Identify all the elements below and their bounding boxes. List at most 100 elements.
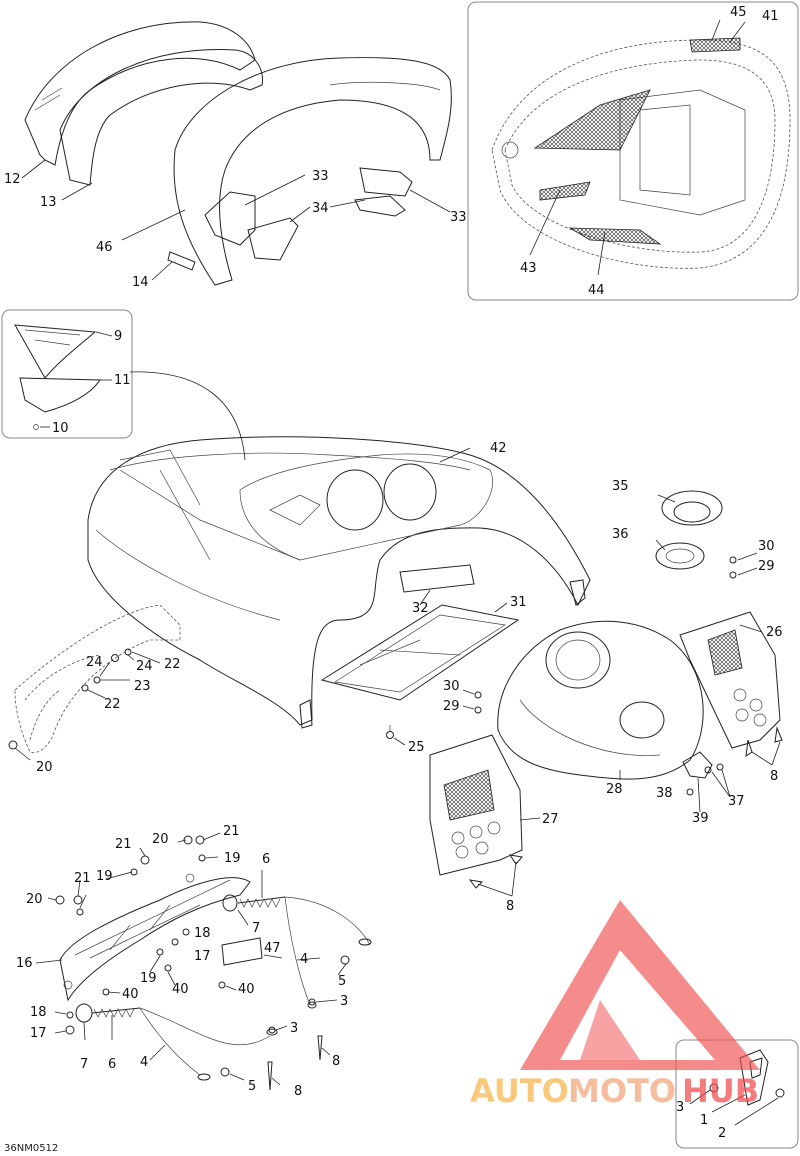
- callout-2: 2: [718, 1126, 726, 1141]
- callout-4-bottom: 4: [140, 1055, 148, 1070]
- callout-5-bottom: 5: [248, 1079, 256, 1094]
- bracket-33a: [204, 191, 256, 246]
- foam-pad-32: [399, 564, 475, 593]
- callout-8-right: 8: [770, 769, 778, 784]
- callout-32: 32: [412, 601, 429, 616]
- mesh-panel-41: [689, 37, 741, 53]
- callout-20-b: 20: [26, 892, 43, 907]
- glove-box-group: 35 36 30 29 30 29 28: [443, 479, 775, 797]
- callout-28: 28: [606, 782, 623, 797]
- callout-33-top: 33: [312, 169, 329, 184]
- callout-7-bottom: 7: [80, 1057, 88, 1072]
- bracket-33b: [359, 167, 413, 197]
- hinge-bracket-39: 37 38 39: [656, 751, 745, 826]
- callout-7-top: 7: [252, 921, 260, 936]
- callout-3-mid: 3: [290, 1021, 298, 1036]
- callout-3-inset: 3: [676, 1100, 684, 1115]
- callout-30-mid: 30: [443, 679, 460, 694]
- callout-46: 46: [96, 240, 113, 255]
- callout-20-left: 20: [36, 760, 53, 775]
- svg-text:MOTO: MOTO: [568, 1072, 676, 1110]
- mesh-panel-44: [568, 227, 662, 245]
- hull-outline: [14, 604, 181, 753]
- callout-21-b: 21: [223, 824, 240, 839]
- callout-47: 47: [264, 941, 281, 956]
- mirror-9: [14, 324, 97, 379]
- callout-41: 41: [762, 9, 779, 24]
- callout-33-right: 33: [450, 210, 467, 225]
- callout-23: 23: [134, 679, 151, 694]
- side-panel-27: 27 8: [429, 734, 559, 914]
- callout-27: 27: [542, 812, 559, 827]
- springs-and-cables: 6 7 47 4 5 3 3 8 7 6 4 5 8: [75, 852, 372, 1099]
- callout-17-a: 17: [194, 949, 211, 964]
- callout-21-c: 21: [74, 871, 91, 886]
- callout-4-top: 4: [300, 952, 308, 967]
- callout-3-top: 3: [340, 994, 348, 1009]
- callout-35: 35: [612, 479, 629, 494]
- liner-46: [173, 57, 452, 286]
- callout-19-c: 19: [140, 971, 157, 986]
- callout-24-a: 24: [86, 655, 103, 670]
- callout-6-top: 6: [262, 852, 270, 867]
- side-panels-group: 12 13 46 14 33 34 33: [4, 21, 467, 290]
- callout-11: 11: [114, 373, 131, 388]
- clip-14: [167, 251, 196, 271]
- automotohub-watermark-logo: AUTO MOTO HUB: [470, 900, 760, 1110]
- callout-29-right: 29: [758, 559, 775, 574]
- callout-8-low: 8: [332, 1054, 340, 1069]
- callout-40-b: 40: [122, 987, 139, 1002]
- callout-24-b: 24: [136, 659, 153, 674]
- deck-cover-42: 42: [87, 436, 591, 729]
- mesh-panel-43: [539, 181, 591, 201]
- fasteners-left: 20 24 24 22 23 22: [8, 648, 181, 775]
- callout-45: 45: [730, 5, 747, 20]
- hinge-support-16: 21 20 21 19 20 21 19 16 18 17 19 40 40 4…: [16, 824, 255, 1041]
- callout-44: 44: [588, 283, 605, 298]
- svg-text:HUB: HUB: [682, 1072, 759, 1110]
- callout-34: 34: [312, 201, 329, 216]
- callout-8-bottom: 8: [294, 1084, 302, 1099]
- svg-text:AUTO: AUTO: [470, 1072, 569, 1110]
- callout-31: 31: [510, 595, 527, 610]
- diagram-code: 36NM0512: [4, 1143, 58, 1154]
- callout-38: 38: [656, 786, 673, 801]
- callout-39: 39: [692, 811, 709, 826]
- ring-35: [661, 490, 723, 526]
- callout-30-right: 30: [758, 539, 775, 554]
- callout-25: 25: [408, 740, 425, 755]
- pad-34a: [247, 217, 299, 261]
- callout-14: 14: [132, 275, 149, 290]
- callout-19-a: 19: [224, 851, 241, 866]
- inset-mirror: 9 11 10: [1, 309, 246, 461]
- inset-deck-top-view: 45 41 43 44: [467, 1, 799, 301]
- callout-29-mid: 29: [443, 699, 460, 714]
- pad-34b: [354, 195, 406, 217]
- callout-6-bottom: 6: [108, 1057, 116, 1072]
- callout-18-b: 18: [30, 1005, 47, 1020]
- tray-31: [320, 604, 520, 701]
- callout-42: 42: [490, 441, 507, 456]
- callout-1: 1: [700, 1113, 708, 1128]
- callout-12: 12: [4, 172, 21, 187]
- callout-20-a: 20: [152, 832, 169, 847]
- callout-40-c: 40: [238, 982, 255, 997]
- side-panel-26: 26 8: [679, 611, 783, 784]
- callout-26: 26: [766, 625, 783, 640]
- mirror-11: [19, 377, 101, 413]
- callout-19-b: 19: [96, 869, 113, 884]
- callout-9: 9: [114, 329, 122, 344]
- callout-16: 16: [16, 956, 33, 971]
- callout-43: 43: [520, 261, 537, 276]
- seal-36: [655, 542, 705, 570]
- callout-18-a: 18: [194, 926, 211, 941]
- mesh-panel-large: [533, 89, 651, 151]
- callout-36: 36: [612, 527, 629, 542]
- side-panel-12: [24, 21, 256, 166]
- callout-21-a: 21: [115, 837, 132, 852]
- callout-5-top: 5: [338, 974, 346, 989]
- callout-8-mid: 8: [506, 899, 514, 914]
- plate-47: [221, 937, 263, 966]
- callout-40-a: 40: [172, 982, 189, 997]
